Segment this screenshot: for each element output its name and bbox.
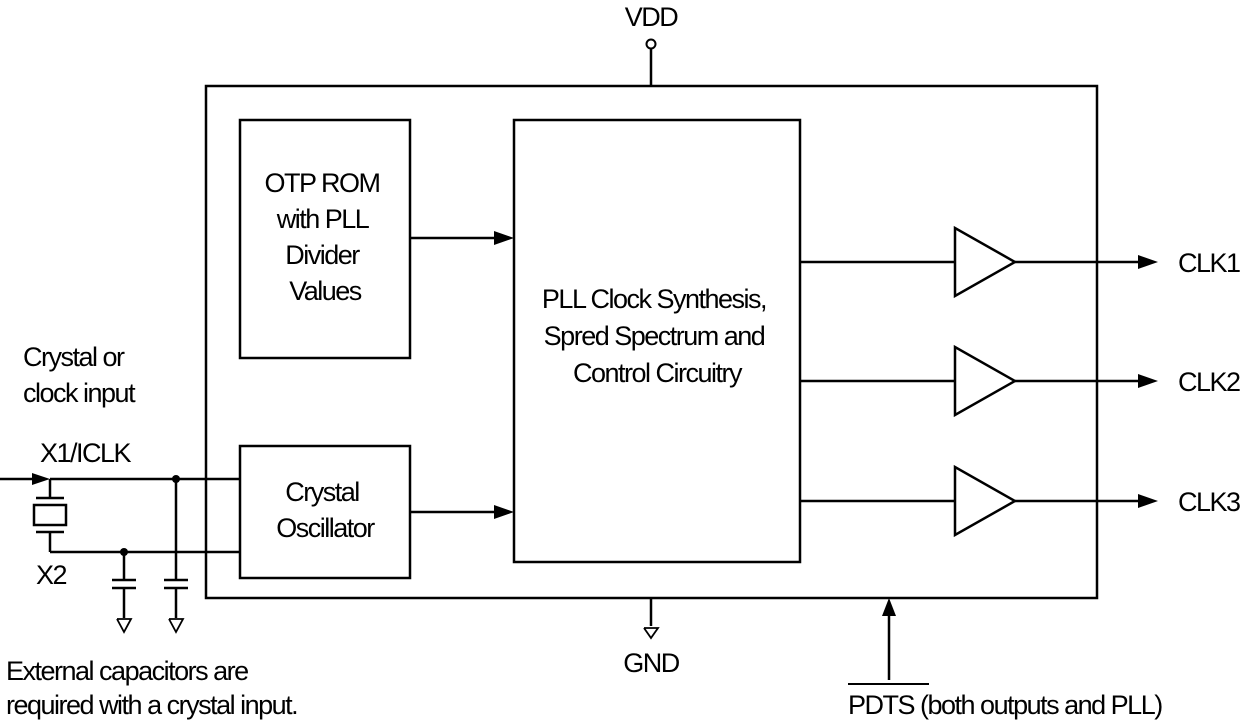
clk2-label: CLK2: [1178, 367, 1240, 397]
pdts-pin-name: PDTS: [848, 690, 915, 720]
x2-capacitor: [112, 552, 136, 634]
otp-rom-line-2: with PLL: [276, 204, 370, 234]
otp-rom-line-3: Divider: [285, 240, 360, 270]
crystal-input-note-line-1: Crystal or: [23, 342, 125, 372]
pll-label: PLL Clock Synthesis, Spred Spectrum and …: [542, 284, 772, 388]
caps-note-line-1: External capacitors are: [6, 656, 248, 686]
pdts-arrowhead: [882, 598, 896, 616]
pll-line-2: Spred Spectrum and: [544, 321, 765, 351]
vdd-label: VDD: [625, 2, 679, 32]
pll-block: [512, 118, 802, 564]
output-buffer-1: [800, 225, 1158, 299]
osc-line-2: Oscillator: [276, 513, 375, 543]
x1-input-arrowhead: [32, 473, 50, 485]
pll-line-3: Control Circuitry: [573, 358, 743, 388]
clk1-label: CLK1: [1178, 248, 1240, 278]
crystal-oscillator-block: [238, 444, 412, 580]
x1-capacitor: [164, 479, 188, 634]
crystal-input-note-line-2: clock input: [23, 378, 136, 408]
gnd-label: GND: [623, 648, 680, 678]
crystal-oscillator-label: Crystal Oscillator: [276, 477, 375, 543]
otp-rom-line-4: Values: [289, 276, 362, 306]
osc-to-pll-arrowhead: [494, 505, 514, 519]
pdts-note: (both outputs and PLL): [914, 690, 1162, 720]
vdd-pin-node: [645, 38, 657, 50]
crystal-symbol: [32, 479, 68, 552]
otp-rom-line-1: OTP ROM: [264, 168, 379, 198]
crystal-input-note: Crystal or clock input: [23, 342, 136, 408]
output-buffer-2: [800, 344, 1158, 418]
clk3-label: CLK3: [1178, 487, 1240, 517]
external-capacitors-note: External capacitors are required with a …: [6, 656, 297, 720]
pll-line-1: PLL Clock Synthesis,: [542, 284, 766, 314]
x1-label: X1/ICLK: [40, 438, 132, 468]
otp-rom-block: [238, 118, 412, 360]
x2-label: X2: [36, 560, 67, 590]
gnd-symbol: [643, 627, 660, 640]
otp-to-pll-arrowhead: [494, 231, 514, 245]
otp-rom-label: OTP ROM with PLL Divider Values: [264, 168, 385, 306]
pdts-label: PDTS (both outputs and PLL): [848, 690, 1162, 720]
output-buffer-3: [800, 464, 1158, 538]
osc-line-1: Crystal: [285, 477, 359, 507]
caps-note-line-2: required with a crystal input.: [6, 690, 297, 720]
